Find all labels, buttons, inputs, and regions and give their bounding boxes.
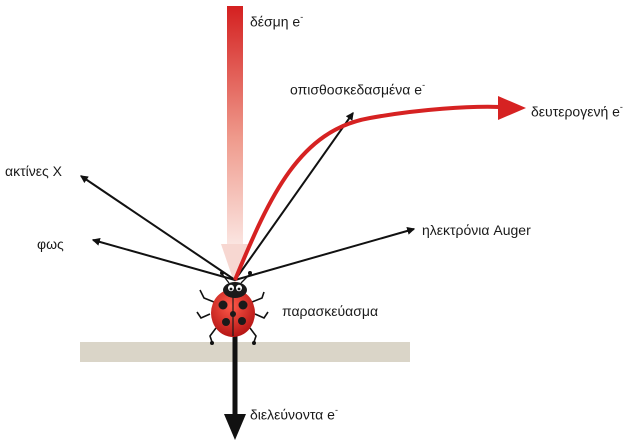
xrays-arrow: [80, 175, 236, 281]
secondary-label-sup: -: [619, 102, 623, 112]
light-arrow: [91, 237, 236, 281]
secondary-label-text: δευτερογενή e: [531, 103, 620, 120]
xrays-label: ακτίνες Χ: [5, 163, 62, 179]
transmitted-label: διελεύνοντα e-: [250, 403, 338, 423]
backscattered-arrow: [234, 112, 354, 281]
auger-arrow: [234, 227, 416, 281]
light-label: φως: [37, 236, 64, 252]
light-label-text: φως: [37, 236, 64, 252]
beam-label-sup: -: [300, 12, 304, 22]
specimen-label-text: παρασκεύασμα: [282, 303, 379, 319]
ladybug-icon: [196, 271, 269, 345]
beam-label-text: δέσμη e: [250, 13, 301, 30]
specimen-label: παρασκεύασμα: [282, 303, 378, 319]
xrays-label-text: ακτίνες Χ: [5, 163, 62, 179]
backscattered-label-sup: -: [422, 80, 426, 90]
backscattered-label: οπισθοσκεδασμένα e-: [290, 78, 425, 98]
transmitted-label-sup: -: [334, 405, 338, 415]
auger-label: ηλεκτρόνια Auger: [422, 222, 531, 238]
transmitted-label-text: διελεύνοντα e: [250, 406, 335, 423]
backscattered-label-text: οπισθοσκεδασμένα e: [290, 81, 423, 98]
secondary-electrons-arrow: [233, 96, 526, 281]
beam-label: δέσμη e-: [250, 10, 303, 30]
secondary-label: δευτερογενή e-: [531, 100, 623, 120]
auger-label-text: ηλεκτρόνια Auger: [422, 222, 531, 238]
electron-beam-arrow: [221, 6, 249, 285]
substrate-slab: [80, 342, 410, 362]
